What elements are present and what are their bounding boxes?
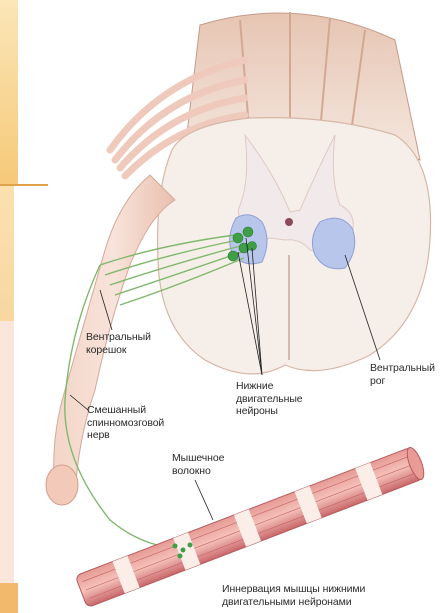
spinal-cord-cross-section — [158, 118, 431, 374]
label-ventral-root: Вентральный корешок — [86, 331, 151, 356]
central-canal — [285, 218, 293, 226]
label-ventral-horn: Вентральный рог — [370, 362, 435, 387]
label-muscle-fiber: Мышечное волокно — [172, 452, 224, 477]
label-lower-motor-neurons: Нижние двигательные нейроны — [236, 380, 303, 418]
label-mixed-spinal-nerve: Смешанный спинномозговой нерв — [87, 404, 164, 442]
nerve-cut-end — [46, 465, 78, 505]
diagram-caption: Иннервация мышцы нижними двигательными н… — [222, 583, 365, 608]
